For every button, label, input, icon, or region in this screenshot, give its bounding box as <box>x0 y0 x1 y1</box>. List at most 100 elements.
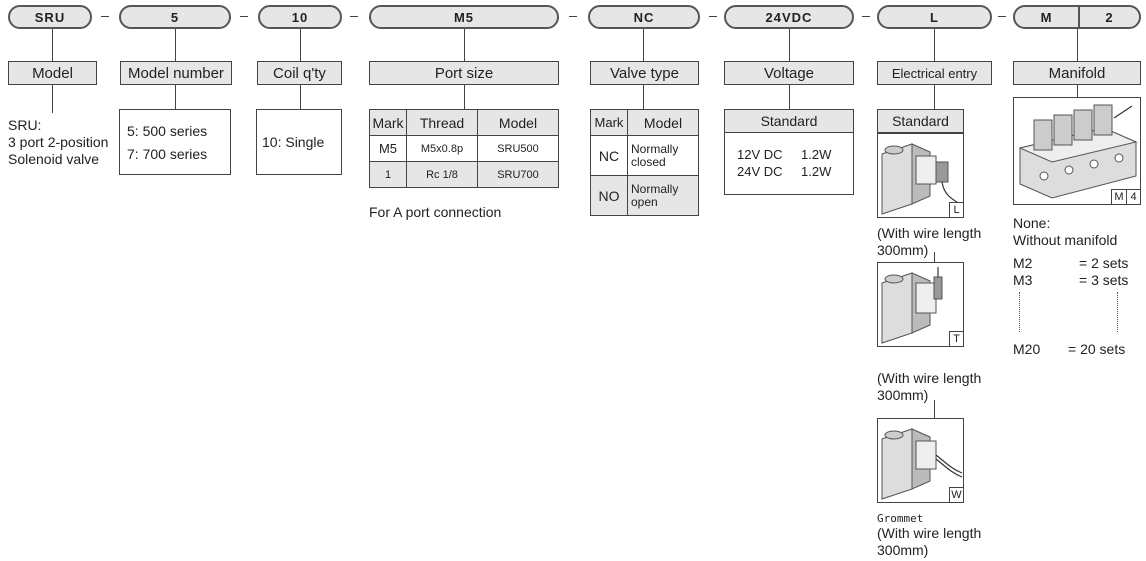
entry-mark: L <box>949 202 963 217</box>
manifold-mark: M 4 <box>1111 189 1140 204</box>
electrical-caption: (With wire length 300mm) <box>877 525 981 559</box>
connector-line <box>643 29 644 61</box>
model-desc-line: 3 port 2-position <box>8 134 109 150</box>
grommet-label: Grommet <box>877 512 924 525</box>
port-size-table: Mark Thread Model M5 M5x0.8p SRU500 1 Rc… <box>369 109 559 188</box>
entry-mark: W <box>949 487 963 502</box>
connector-line <box>175 29 176 61</box>
manifold-row-sets: = 20 sets <box>1068 341 1126 357</box>
separator-dash <box>350 16 358 17</box>
electrical-caption: (With wire length 300mm) <box>877 370 981 404</box>
table-cell: SRU700 <box>477 161 559 188</box>
electrical-image-t: T <box>877 262 964 347</box>
manifold-none-desc: Without manifold <box>1013 232 1118 248</box>
model-number-box: 5: 500 series 7: 700 series <box>119 109 231 175</box>
table-row: 1 Rc 1/8 SRU700 <box>369 161 559 188</box>
manifold-row-sets: = 2 sets <box>1079 255 1129 271</box>
separator-dash <box>862 16 870 17</box>
connector-line <box>934 29 935 61</box>
connector-line <box>464 29 465 61</box>
code-pill-coil: 10 <box>258 5 342 29</box>
caption-line: 300mm) <box>877 542 929 558</box>
model-number-item: 5: 500 series <box>127 123 208 139</box>
valve-type-table: Mark Model NC Normally closed NO Normall… <box>590 109 699 216</box>
code-pill-model-number: 5 <box>119 5 231 29</box>
connector-line <box>175 85 176 109</box>
voltage-item-label: 24V DC <box>737 164 783 179</box>
connector-line <box>789 85 790 109</box>
solenoid-valve-icon <box>881 267 943 344</box>
manifold-row-mark: M2 <box>1013 255 1033 271</box>
ellipsis-dots <box>1019 292 1021 332</box>
manifold-mark-m: M <box>1111 189 1126 204</box>
connector-line <box>1077 29 1078 61</box>
connector-line <box>300 85 301 109</box>
connector-line <box>1077 85 1078 97</box>
manifold-mark-n: 4 <box>1126 189 1140 204</box>
code-pill-manifold: M 2 <box>1013 5 1141 29</box>
table-header-cell: Model <box>627 109 699 136</box>
table-cell: Rc 1/8 <box>406 161 478 188</box>
header-voltage: Voltage <box>724 61 854 85</box>
voltage-item-power: 1.2W <box>801 147 832 162</box>
table-cell: M5 <box>369 135 407 162</box>
caption-line: (With wire length <box>877 370 982 386</box>
connector-line <box>789 29 790 61</box>
table-header-cell: Thread <box>406 109 478 136</box>
separator-dash <box>101 16 109 17</box>
caption-line: (With wire length <box>877 525 982 541</box>
header-coil: Coil q'ty <box>257 61 342 85</box>
electrical-subheader: Standard <box>877 109 964 133</box>
table-header-cell: Mark <box>369 109 407 136</box>
code-pill-port-size: M5 <box>369 5 559 29</box>
code-pill-valve-type: NC <box>588 5 700 29</box>
manifold-row-mark: M3 <box>1013 272 1033 288</box>
table-cell: M5x0.8p <box>406 135 478 162</box>
code-pill-model: SRU <box>8 5 92 29</box>
model-desc-line: SRU: <box>8 117 42 133</box>
manifold-code-m: M <box>1040 9 1053 25</box>
connector-line <box>934 400 935 418</box>
table-row: NC Normally closed <box>590 135 699 176</box>
table-cell: SRU500 <box>477 135 559 162</box>
table-row: M5 M5x0.8p SRU500 <box>369 135 559 162</box>
pill-divider <box>1077 6 1080 28</box>
port-note: For A port connection <box>369 204 502 220</box>
manifold-icon <box>1018 104 1138 199</box>
connector-line <box>52 85 53 113</box>
caption-line: 300mm) <box>877 242 929 258</box>
table-cell: NC <box>590 135 628 176</box>
separator-dash <box>709 16 717 17</box>
voltage-subheader: Standard <box>724 109 854 133</box>
ellipsis-dots <box>1117 292 1119 332</box>
header-valve-type: Valve type <box>590 61 699 85</box>
connector-line <box>934 85 935 109</box>
manifold-code-n: 2 <box>1105 9 1114 25</box>
separator-dash <box>998 16 1006 17</box>
separator-dash <box>569 16 577 17</box>
model-desc-line: Solenoid valve <box>8 151 100 167</box>
coil-box: 10: Single <box>256 109 342 175</box>
header-electrical: Electrical entry <box>877 61 992 85</box>
voltage-box: Standard 12V DC 1.2W 24V DC 1.2W <box>724 109 854 195</box>
table-cell: 1 <box>369 161 407 188</box>
electrical-caption: (With wire length 300mm) <box>877 225 981 259</box>
table-cell: Normally open <box>627 175 699 216</box>
caption-line: 300mm) <box>877 387 929 403</box>
header-manifold: Manifold <box>1013 61 1141 85</box>
connector-line <box>300 29 301 61</box>
manifold-row-sets: = 3 sets <box>1079 272 1129 288</box>
manifold-row-mark: M20 <box>1013 341 1041 357</box>
header-model-number: Model number <box>120 61 232 85</box>
entry-mark: T <box>949 331 963 346</box>
manifold-none-label: None: <box>1013 215 1051 231</box>
table-header-cell: Model <box>477 109 559 136</box>
connector-line <box>464 85 465 109</box>
voltage-item-power: 1.2W <box>801 164 832 179</box>
model-description: SRU: 3 port 2-position Solenoid valve <box>8 117 108 168</box>
table-row: NO Normally open <box>590 175 699 216</box>
model-number-item: 7: 700 series <box>127 146 208 162</box>
separator-dash <box>240 16 248 17</box>
electrical-image-w: W <box>877 418 964 503</box>
table-cell: NO <box>590 175 628 216</box>
